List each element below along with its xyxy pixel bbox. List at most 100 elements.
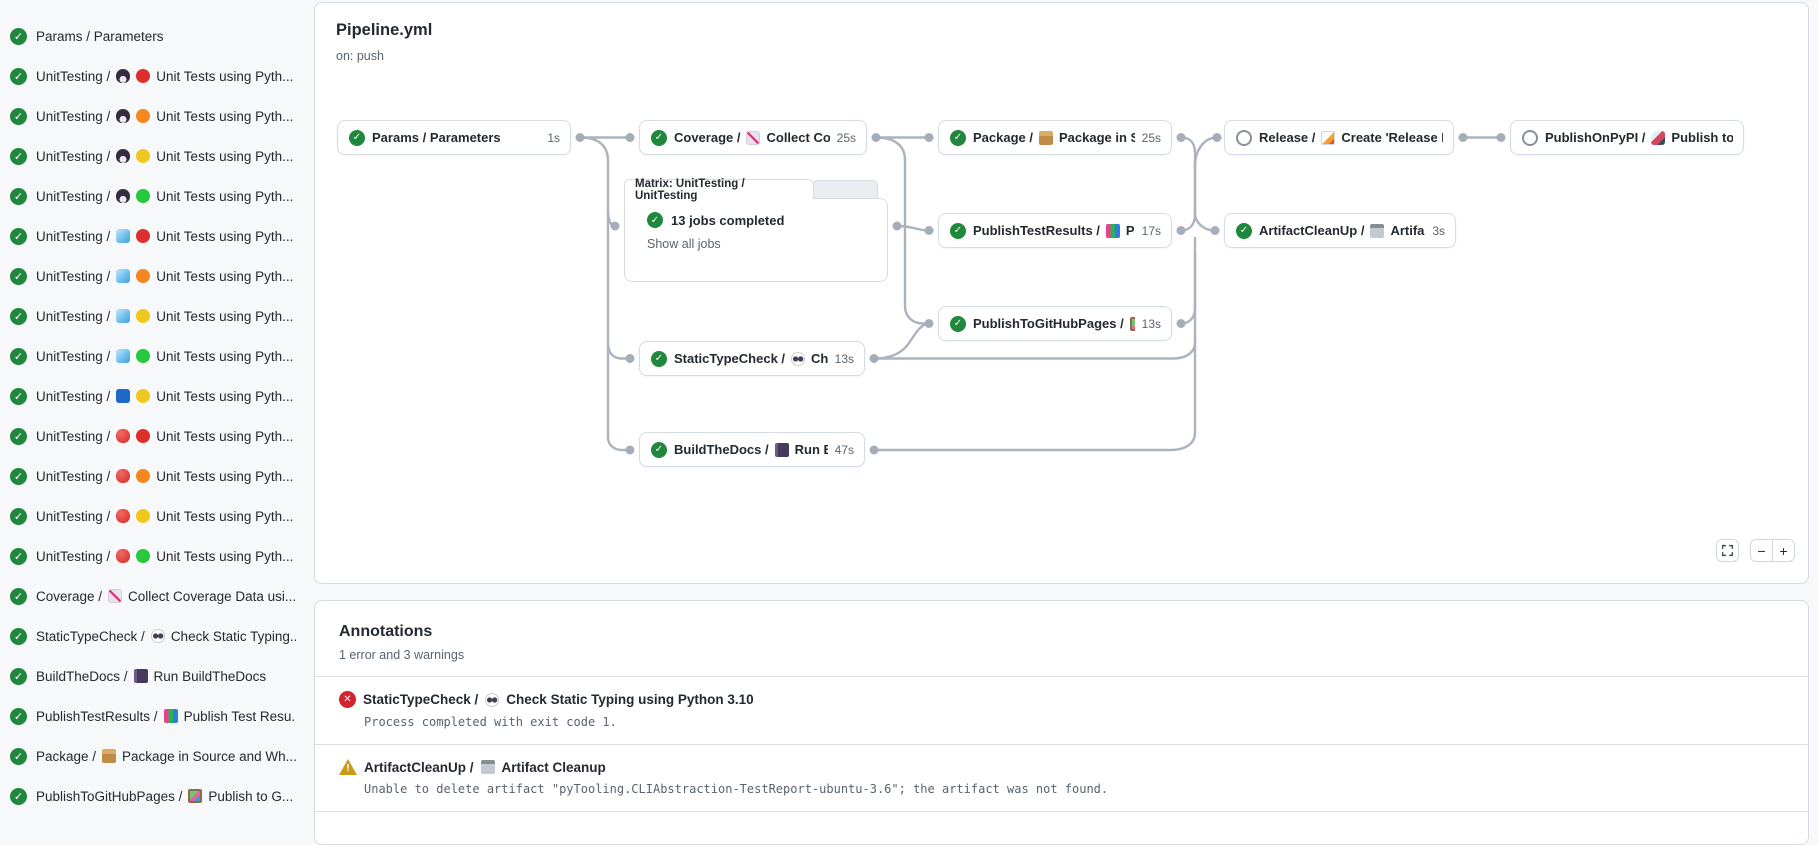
job-label: Release /Create 'Release P... (1259, 130, 1443, 145)
job-label: Params / Parameters (372, 130, 540, 145)
sidebar-job-item[interactable]: UnitTesting /Unit Tests using Pyth... (0, 416, 302, 456)
annotation-title[interactable]: StaticTypeCheck /Check Static Typing usi… (339, 691, 1784, 708)
label-text: Run BuildTheDocs (153, 668, 267, 684)
sidebar-job-item[interactable]: UnitTesting /Unit Tests using Pyth... (0, 536, 302, 576)
job-list: Params / ParametersUnitTesting / Unit Tes… (0, 16, 302, 816)
label-text: BuildTheDocs / (36, 668, 128, 684)
success-check-icon (10, 707, 27, 725)
fullscreen-button[interactable] (1716, 539, 1739, 562)
job-label: ArtifactCleanUp /Artifac... (1259, 223, 1425, 238)
job-duration: 1s (547, 130, 560, 145)
dot-orange-icon (136, 109, 151, 123)
success-check-icon (651, 441, 667, 458)
success-check-icon (950, 315, 966, 332)
show-all-jobs-link[interactable]: Show all jobs (647, 237, 721, 251)
label-text: Unit Tests using Pyth... (156, 188, 294, 204)
pipeline-node-buildthedocs[interactable]: BuildTheDocs /Run Buil...47s (639, 432, 865, 467)
dot-yellow-icon (136, 149, 151, 163)
dot-yellow-icon (136, 389, 151, 403)
sidebar-job-item[interactable]: UnitTesting / Unit Tests using Pyth... (0, 176, 302, 216)
sidebar-job-item[interactable]: StaticTypeCheck /Check Static Typing... (0, 616, 302, 656)
pipeline-node-publishonpypi[interactable]: PublishOnPyPI /Publish to ... (1510, 120, 1744, 155)
penguin-icon (116, 189, 131, 203)
success-check-icon (651, 350, 667, 367)
sidebar-job-item[interactable]: UnitTesting /Unit Tests using Pyth... (0, 296, 302, 336)
apple-icon (116, 549, 131, 563)
job-label: UnitTesting / Unit Tests using Pyth... (36, 109, 293, 124)
dot-green-icon (136, 549, 151, 563)
sidebar-job-item[interactable]: UnitTesting / Unit Tests using Pyth... (0, 96, 302, 136)
sidebar-job-item[interactable]: UnitTesting /Unit Tests using Pyth... (0, 136, 302, 176)
pipeline-node-package[interactable]: Package /Package in So...25s (938, 120, 1172, 155)
success-check-icon (10, 307, 27, 325)
label-text: Package / (973, 130, 1033, 145)
label-text: Package in Source and Wh... (122, 748, 296, 764)
penguin-icon (116, 149, 131, 163)
label-text: Collect Coverage Data usi... (128, 588, 296, 604)
label-text: Unit Tests using Pyth... (156, 428, 294, 444)
sidebar-job-item[interactable]: Package /Package in Source and Wh... (0, 736, 302, 776)
sidebar-job-item[interactable]: UnitTesting /Unit Tests using Pyth... (0, 216, 302, 256)
warning-icon (339, 759, 357, 775)
dot-green-icon (136, 349, 151, 363)
sidebar-job-item[interactable]: UnitTesting /Unit Tests using Pyth... (0, 336, 302, 376)
label-text: Check Static Typing... (170, 628, 296, 644)
pipeline-node-artifactcleanup[interactable]: ArtifactCleanUp /Artifac...3s (1224, 213, 1456, 248)
eyes-icon (150, 629, 165, 643)
sidebar-job-item[interactable]: Params / Parameters (0, 16, 302, 56)
label-text: Chec... (811, 351, 828, 366)
fullscreen-icon (1721, 544, 1734, 557)
label-text: Unit Tests using Pyth... (156, 308, 294, 324)
label-text: ArtifactCleanUp / (1259, 223, 1365, 238)
job-label: UnitTesting /Unit Tests using Pyth... (36, 469, 293, 484)
annotations-card: Annotations 1 error and 3 warnings Stati… (314, 600, 1809, 845)
label-text: Unit Tests using Pyth... (156, 548, 294, 564)
label-text: UnitTesting / (36, 108, 111, 124)
job-label: PublishToGitHubPages /Publish to G... (36, 789, 293, 804)
label-text: PublishTestResults / (973, 223, 1100, 238)
dot-yellow-icon (136, 509, 151, 523)
pipeline-node-coverage[interactable]: Coverage /Collect Cove...25s (639, 120, 867, 155)
sidebar-job-item[interactable]: UnitTesting /Unit Tests using Pyth... (0, 456, 302, 496)
label-text: Collect Cove... (766, 130, 830, 145)
job-label: Package /Package in Source and Wh... (36, 749, 296, 764)
sidebar-job-item[interactable]: Coverage /Collect Coverage Data usi... (0, 576, 302, 616)
pipeline-node-publishtoghpages[interactable]: PublishToGitHubPages /...13s (938, 306, 1172, 341)
pipeline-node-publishtestresults[interactable]: PublishTestResults /Pu...17s (938, 213, 1172, 248)
sidebar-job-item[interactable]: UnitTesting /Unit Tests using Pyth... (0, 256, 302, 296)
label-text: Publish to ... (1671, 130, 1733, 145)
sidebar-job-item[interactable]: PublishToGitHubPages /Publish to G... (0, 776, 302, 816)
ice-cube-icon (116, 309, 131, 323)
matrix-summary-text: 13 jobs completed (671, 212, 785, 228)
zoom-out-button[interactable]: − (1750, 539, 1773, 562)
pipeline-node-params[interactable]: Params / Parameters 1s (337, 120, 571, 155)
label-text: Pu... (1125, 223, 1135, 238)
label-text: Release / (1259, 130, 1316, 145)
pipeline-node-statictypecheck[interactable]: StaticTypeCheck /Chec...13s (639, 341, 865, 376)
success-check-icon (651, 129, 667, 146)
sidebar-job-item[interactable]: UnitTesting /Unit Tests using Pyth... (0, 376, 302, 416)
sidebar-job-item[interactable]: PublishTestResults /Publish Test Resu... (0, 696, 302, 736)
penguin-icon (116, 109, 131, 123)
annotation-message: Process completed with exit code 1. (364, 715, 617, 729)
annotation-title[interactable]: ArtifactCleanUp /Artifact Cleanup (339, 759, 1784, 775)
label-text: PublishToGitHubPages / (973, 316, 1124, 331)
sidebar-job-item[interactable]: UnitTesting /Unit Tests using Pyth... (0, 56, 302, 96)
matrix-group-node[interactable]: 13 jobs completed Show all jobs (624, 198, 888, 282)
label-text: Check Static Typing using Python 3.10 (506, 692, 754, 707)
job-label: BuildTheDocs /Run Buil... (674, 442, 828, 457)
label-text: Unit Tests using Pyth... (156, 108, 294, 124)
annotations-summary: 1 error and 3 warnings (339, 648, 465, 662)
workflow-trigger: on: push (336, 49, 384, 63)
job-sidebar: Params / ParametersUnitTesting / Unit Tes… (0, 0, 302, 815)
penguin-icon (116, 69, 131, 83)
zoom-in-button[interactable]: + (1772, 539, 1795, 562)
matrix-stack-ghost (812, 180, 878, 200)
pipeline-node-release[interactable]: Release /Create 'Release P... (1224, 120, 1454, 155)
success-check-icon (10, 347, 27, 365)
matrix-group-tab: Matrix: UnitTesting / UnitTesting (624, 178, 814, 202)
skipped-status-icon (1522, 129, 1538, 146)
label-text: UnitTesting / (36, 188, 111, 204)
sidebar-job-item[interactable]: BuildTheDocs / Run BuildTheDocs (0, 656, 302, 696)
sidebar-job-item[interactable]: UnitTesting /Unit Tests using Pyth... (0, 496, 302, 536)
